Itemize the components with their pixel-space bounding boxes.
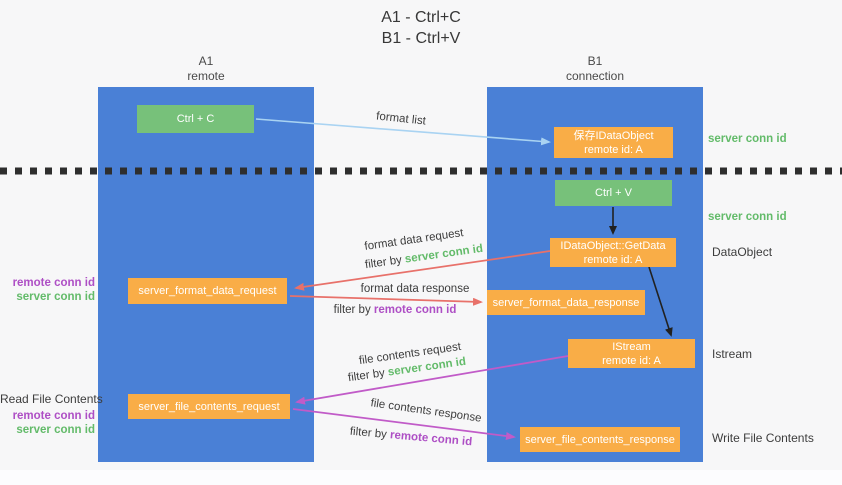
label-dataobject: DataObject [712,245,773,259]
arrow-file-contents-response [292,408,516,440]
arrow-format-data-request [294,250,551,291]
arrow-file-contents-request [295,355,569,405]
label-server-conn-id-top: server conn id [708,133,787,145]
node-ctrl-v-label: Ctrl + V [595,187,632,199]
node-istream-line2: remote id: A [602,354,661,367]
label-server-conn-id-mid: server conn id [708,211,787,223]
column-a1-role: remote [187,69,225,83]
node-server-format-data-response-label: server_format_data_response [492,296,640,309]
label-read-file-contents: Read File Contents [0,392,103,406]
node-server-file-contents-request: server_file_contents_request [128,394,290,419]
column-header-a1: A1 remote [98,54,314,84]
arrow-format-data-response [289,295,483,306]
node-save-idataobject-line2: remote id: A [584,143,643,156]
label-remote-conn-id-left-2: remote conn id [12,410,95,422]
remote-conn-id-text: remote conn id [373,304,457,316]
node-server-format-data-response: server_format_data_response [487,290,645,315]
label-istream: Istream [712,347,753,361]
label-server-conn-id-left-2: server conn id [16,423,95,436]
node-ctrl-c-label: Ctrl + C [176,113,215,125]
label-write-file-contents: Write File Contents [712,431,814,445]
column-b1-name: B1 [587,54,603,68]
node-server-format-data-request: server_format_data_request [128,278,287,304]
column-a1-name: A1 [198,54,214,68]
label-filter-by-remote-conn-id-1: filter by remote conn id [334,304,457,316]
arrow-format-list [255,118,551,146]
label-server-conn-id-left-1: server conn id [16,290,95,303]
label-remote-conn-id-left-1: remote conn id [12,277,95,289]
node-idataobject-getdata: IDataObject::GetData remote id: A [550,238,676,267]
column-header-b1: B1 connection [487,54,703,84]
title-line-b1: B1 - Ctrl+V [381,30,461,47]
node-getdata-line1: IDataObject::GetData [560,239,666,252]
node-istream-line1: IStream [612,340,651,353]
diagram-title: A1 - Ctrl+C B1 - Ctrl+V [0,7,842,49]
node-istream: IStream remote id: A [568,339,695,368]
arrow-getdata-to-istream [648,266,673,337]
label-conn-ids-lower: remote conn id server conn id [0,410,95,437]
column-b1-role: connection [565,69,625,83]
node-save-idataobject: 保存IDataObject remote id: A [554,127,673,158]
filter-by-text: filter by [333,304,371,316]
footer-strip [0,470,842,485]
title-line-a1: A1 - Ctrl+C [381,9,461,26]
node-server-file-contents-response: server_file_contents_response [520,427,680,452]
label-conn-ids-upper: remote conn id server conn id [0,277,95,304]
node-server-format-data-request-label: server_format_data_request [138,285,277,297]
node-getdata-line2: remote id: A [583,253,643,266]
label-format-data-response: format data response [360,283,470,295]
node-ctrl-c: Ctrl + C [137,105,254,133]
node-ctrl-v: Ctrl + V [555,180,672,206]
node-save-idataobject-line1: 保存IDataObject [573,129,654,142]
node-server-file-contents-response-label: server_file_contents_response [525,433,675,446]
node-server-file-contents-request-label: server_file_contents_request [138,400,280,413]
